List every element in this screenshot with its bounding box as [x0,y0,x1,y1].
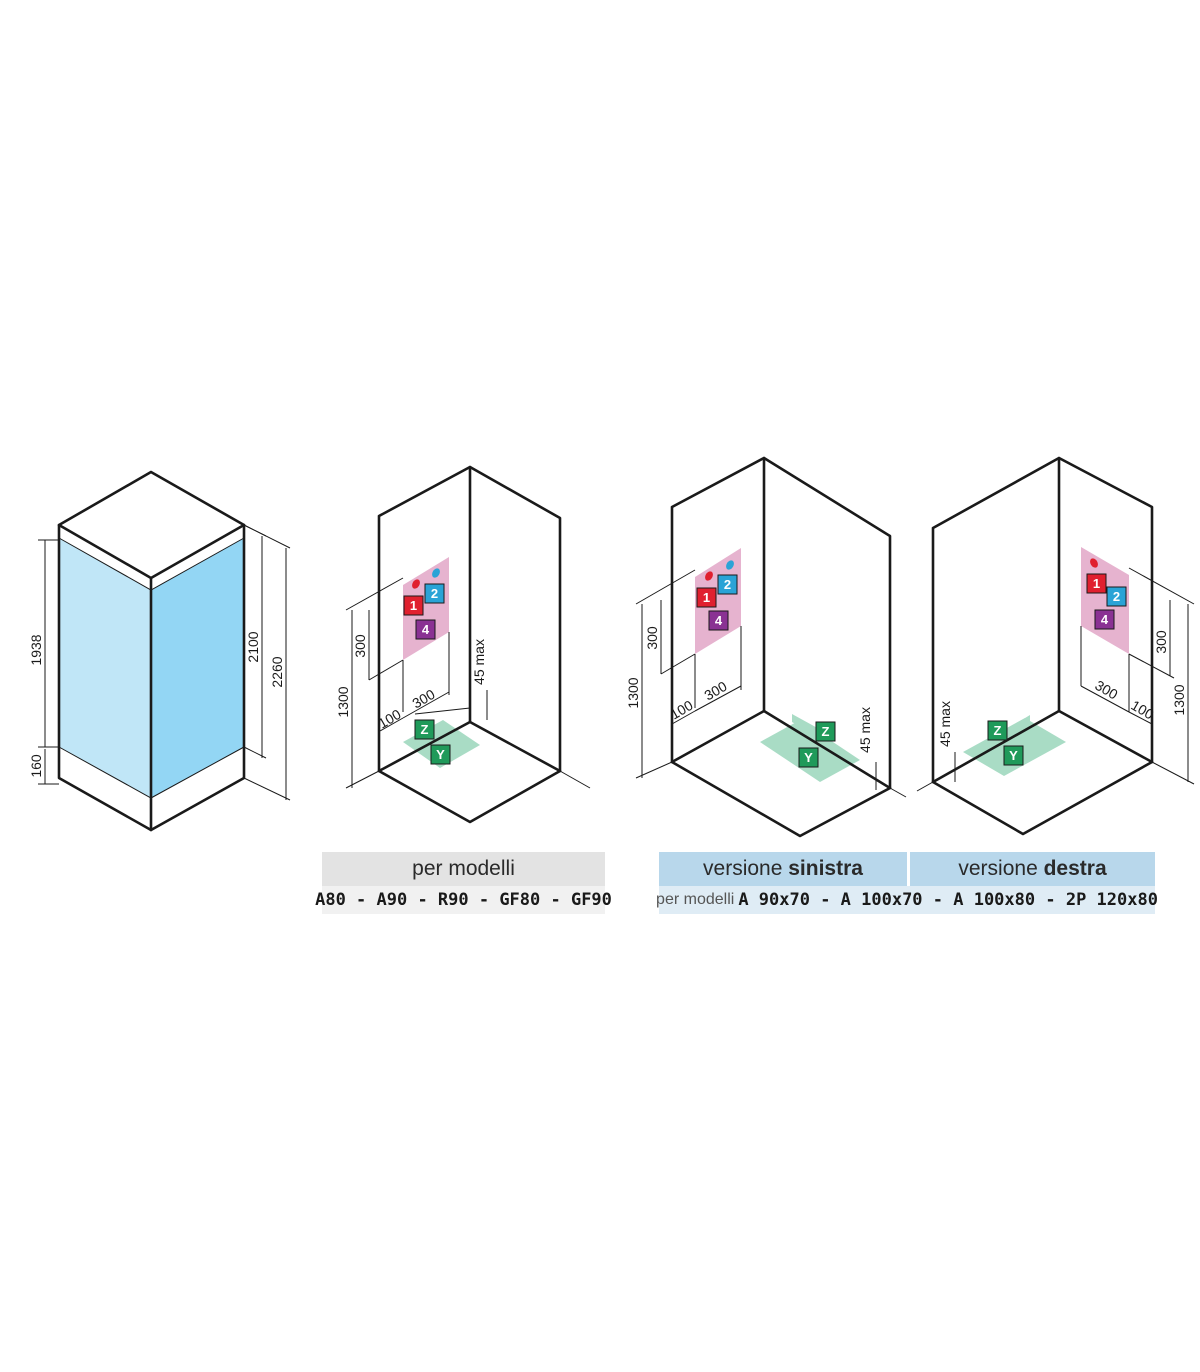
dim-45max-d3: 45 max [937,701,953,747]
svg-text:Z: Z [421,722,429,737]
badge-y [430,744,451,765]
dim-1300-d3: 1300 [1171,684,1187,715]
svg-text:2: 2 [431,586,438,601]
version-right-bold: destra [1043,857,1107,880]
version-left-prefix: versione [703,857,789,880]
corner-diagram-sinistra: 1300 300 300 100 45 max 1 2 4 Z Y [625,456,907,838]
models-list-2: per modelli A 90x70 - A 100x70 - A 100x8… [656,886,1158,914]
version-right-header: versione destra [910,852,1155,886]
badge-z [414,719,435,740]
models-header: per modelli [322,852,605,886]
dim-300v-d1: 300 [352,634,368,658]
svg-text:4: 4 [715,613,723,628]
dim-45max-d2: 45 max [857,707,873,753]
badge-2 [1106,586,1127,607]
cold-water-drop-icon [432,568,440,578]
badge-2 [424,583,445,604]
svg-text:4: 4 [1101,612,1109,627]
svg-text:Z: Z [994,723,1002,738]
models-list: A80 - A90 - R90 - GF80 - GF90 [315,886,612,914]
svg-text:Y: Y [804,750,813,765]
badge-4 [1094,609,1115,630]
dim-160: 160 [28,754,44,778]
dim-1938: 1938 [28,634,44,665]
corner-diagram-destra: 1300 300 300 100 45 max 1 2 4 Z Y [916,456,1195,836]
badge-z [987,720,1008,741]
dim-45max-d1: 45 max [471,639,487,685]
badge-1 [403,595,424,616]
dim-300h-d2: 300 [701,678,729,704]
badge-z [815,721,836,742]
svg-text:1: 1 [1093,576,1100,591]
cabin-drawing: 1938 160 2100 2260 [28,470,291,832]
hot-water-drop-icon [412,579,420,589]
badge-1 [1086,573,1107,594]
dim-1300-d1: 1300 [335,686,351,717]
version-left-bold: sinistra [788,857,863,880]
models-list-2-prefix: per modelli [656,891,735,908]
cabin-front-glass-dark [151,538,244,798]
dim-300v-d3: 300 [1153,630,1169,654]
dim-300h-d1: 300 [409,686,437,712]
cabin-front-glass-light [59,538,151,798]
dim-300h-d3: 300 [1092,677,1120,703]
dim-300v-d2: 300 [644,626,660,650]
svg-text:Y: Y [1009,748,1018,763]
badge-1 [696,587,717,608]
dim-2100: 2100 [245,631,261,662]
svg-text:2: 2 [724,577,731,592]
badge-4 [415,619,436,640]
badge-y [1003,745,1024,766]
dim-1300-d2: 1300 [625,677,641,708]
svg-text:1: 1 [703,590,710,605]
models-list-2-values: A 90x70 - A 100x70 - A 100x80 - 2P 120x8… [738,890,1158,910]
cold-water-drop-icon [726,560,734,570]
badge-y [798,747,819,768]
version-right-prefix: versione [958,857,1044,880]
corner-diagram-1: 1300 300 300 100 45 max 1 2 4 Z Y [335,465,591,824]
version-left-header: versione sinistra [659,852,907,886]
svg-text:4: 4 [422,622,430,637]
svg-text:1: 1 [410,598,417,613]
badge-2 [717,574,738,595]
svg-text:2: 2 [1113,589,1120,604]
hot-water-drop-icon [705,571,713,581]
svg-text:Z: Z [822,724,830,739]
hot-water-drop-icon [1090,558,1098,568]
badge-4 [708,610,729,631]
dim-2260: 2260 [269,656,285,687]
svg-text:Y: Y [436,747,445,762]
